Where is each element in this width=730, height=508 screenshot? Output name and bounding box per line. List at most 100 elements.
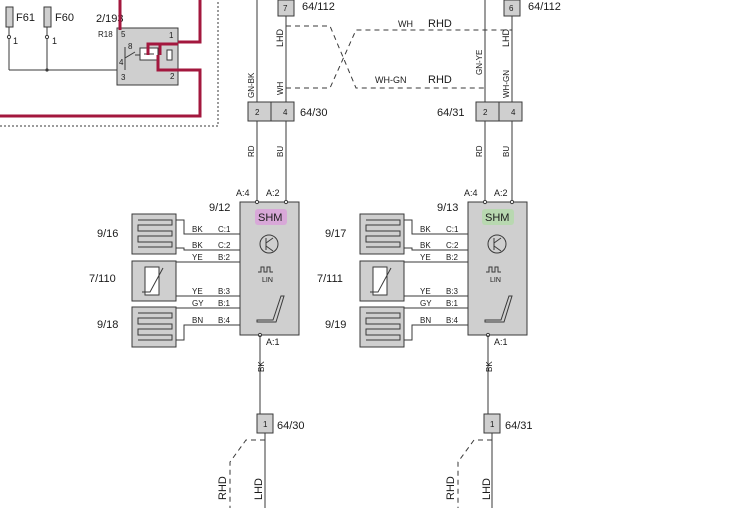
module-id: 9/13: [437, 202, 458, 214]
connector-64-31-bottom: 1 64/31: [483, 413, 533, 434]
wire-pin: B:4: [446, 316, 459, 325]
relay-id: 2/193: [96, 13, 124, 25]
connector-pin: 1: [263, 420, 268, 429]
wire-label-gn-ye: GN-YE: [475, 50, 484, 75]
right-module-wires: BK C:1 BK C:2 YE B:2 YE B:3 GY B:1 BN B:…: [404, 219, 468, 341]
wire-color: GY: [192, 299, 204, 308]
connector-id: 64/30: [300, 107, 328, 119]
rhd-branch-right: [457, 439, 492, 508]
wire-pin: C:1: [446, 225, 459, 234]
relay-r18: R18 5 1 3 4 2 8: [98, 27, 179, 86]
transistor-icon: [487, 234, 507, 254]
cross-label-whgn: WH-GN: [375, 75, 407, 85]
wire-label-wh-gn: WH-GN: [502, 70, 511, 98]
module-9-13: A:4 A:2 9/13 SHM LIN A:1: [437, 188, 528, 347]
connector-pin: 2: [255, 108, 260, 117]
fuse-f61-pin: 1: [13, 36, 18, 46]
wire-color: YE: [420, 253, 431, 262]
wire-pin: B:3: [446, 287, 459, 296]
left-module-wires: BK C:1 BK C:2 YE B:2 YE B:3 GY B:1 BN B:…: [176, 219, 240, 341]
wire-pin: B:2: [446, 253, 459, 262]
heating-element-icon: [365, 312, 401, 341]
cross-label-rhd-a: RHD: [428, 18, 452, 30]
connector-id: 64/31: [505, 420, 533, 432]
heating-element-9-19: 9/19: [325, 306, 405, 348]
wire-pin: B:4: [218, 316, 231, 325]
connector-pin: 6: [509, 4, 514, 13]
label-lhd: LHD: [253, 478, 265, 500]
wire-color: BN: [192, 316, 203, 325]
heating-element-icon: [137, 312, 173, 341]
connector-64-112-right: 6 64/112: [503, 0, 561, 17]
element-id: 7/111: [317, 273, 343, 285]
relay-pin-5: 5: [121, 30, 126, 39]
connector-pin: 2: [483, 108, 488, 117]
module-pin-a1: A:1: [266, 337, 280, 347]
power-wire-out: [0, 55, 202, 118]
wire-color: BK: [420, 241, 431, 250]
wire-pin: C:1: [218, 225, 231, 234]
shm-badge: [255, 209, 287, 225]
wire-label-rd-right: RD: [475, 145, 484, 157]
relay-pin-1: 1: [169, 31, 174, 40]
lin-signal-icon: LIN: [258, 266, 273, 284]
wire-pin: B:1: [446, 299, 459, 308]
element-id: 9/19: [325, 319, 346, 331]
wire-label-bk-right: BK: [485, 361, 494, 372]
connector-pin: 4: [511, 108, 516, 117]
wire-label-bu-right: BU: [502, 146, 511, 157]
wire-label-wh: WH: [276, 81, 285, 95]
label-lhd-right: LHD: [481, 478, 493, 500]
fuse-f60-body: [43, 6, 52, 28]
connector-id: 64/112: [528, 1, 561, 13]
connector-pin: 4: [283, 108, 288, 117]
wire-color: GY: [420, 299, 432, 308]
lin-signal-icon: LIN: [486, 266, 501, 284]
connector-id: 64/30: [277, 420, 305, 432]
heating-element-icon: [365, 219, 401, 248]
module-pin-a2: A:2: [494, 188, 508, 198]
heating-element-9-18: 9/18: [97, 306, 177, 348]
connector-64-112-left: 7 64/112: [277, 0, 335, 17]
heating-element-9-16: 9/16: [97, 213, 177, 255]
transistor-icon: [259, 234, 279, 254]
cross-wire-wh: [286, 29, 512, 89]
relay-name: R18: [98, 30, 113, 39]
connector-64-30: 2 4 64/30: [247, 101, 328, 122]
relay-pin-2: 2: [170, 72, 175, 81]
module-id: 9/12: [209, 202, 230, 214]
connector-64-30-bottom: 1 64/30: [256, 413, 305, 434]
seat-icon: [484, 295, 513, 323]
module-pin-a2: A:2: [266, 188, 280, 198]
wire-color: YE: [192, 253, 203, 262]
module-name: SHM: [258, 212, 282, 224]
wire-label-rd: RD: [247, 145, 256, 157]
wire-label-bu: BU: [276, 146, 285, 157]
module-pin-a4: A:4: [236, 188, 250, 198]
seat-icon: [256, 295, 285, 323]
lin-text: LIN: [262, 277, 273, 284]
wire-color: BN: [420, 316, 431, 325]
heating-element-9-17: 9/17: [325, 213, 405, 255]
cross-label-rhd-b: RHD: [428, 74, 452, 86]
wire-color: YE: [192, 287, 203, 296]
wire-color: BK: [192, 225, 203, 234]
element-id: 9/16: [97, 228, 118, 240]
rhd-branch-left: [229, 439, 265, 508]
relay-switch-icon: [124, 51, 136, 59]
wire-color: YE: [420, 287, 431, 296]
wire-pin: B:2: [218, 253, 231, 262]
thermistor-icon: [372, 266, 388, 296]
thermistor-7-111: 7/111: [317, 260, 405, 302]
shm-badge: [482, 209, 514, 225]
fuse-f61-body: [5, 6, 14, 28]
relay-box-frame: [0, 0, 219, 127]
power-wire-internal: [146, 42, 178, 55]
wire-pin: B:3: [218, 287, 231, 296]
module-pin-a4: A:4: [464, 188, 478, 198]
fuse-relay-section: F61 1 F60 1 2/193 R18 5 1 3 4 2 8: [0, 0, 219, 127]
fuse-f60-label: F60: [55, 12, 74, 24]
wire-color: BK: [192, 241, 203, 250]
fuse-f61: F61 1: [5, 6, 35, 70]
